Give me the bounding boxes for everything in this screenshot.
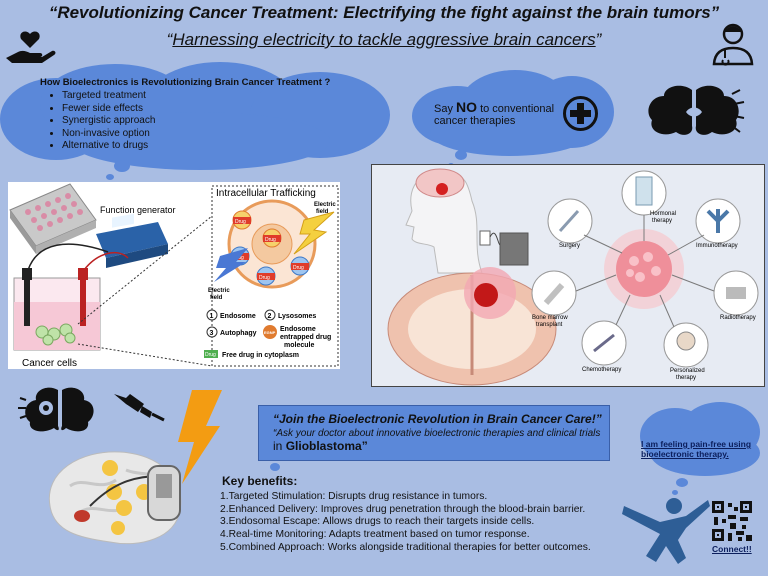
join-headline: “Join the Bioelectronic Revolution in Br… <box>273 412 602 426</box>
legend-label: molecule <box>284 342 314 349</box>
medical-cross-icon <box>563 96 598 131</box>
qr-code-icon[interactable] <box>712 501 752 541</box>
cloud-part <box>650 430 760 476</box>
legend-label: Endosome <box>280 326 316 333</box>
conventional-therapies-diagram: Surgery Hormonal therapy Immunotherapy B… <box>371 164 765 387</box>
electric-field-label: field <box>316 209 329 215</box>
electric-field-label: Electric <box>208 288 230 294</box>
key-benefits-section: Key benefits: 1.Targeted Stimulation: Di… <box>220 475 640 555</box>
list-item: Non-invasive option <box>62 128 380 141</box>
pain-free-link[interactable]: I am feeling pain-free using bioelectron… <box>641 439 752 459</box>
no-text: NO <box>456 99 478 115</box>
list-item: 4.Real-time Monitoring: Adapts treatment… <box>220 529 530 541</box>
cloud-tail <box>106 174 114 180</box>
drug-label: Drug <box>259 275 270 281</box>
legend-label: Autophagy <box>220 330 257 337</box>
bioelectronics-benefits-cloud: How Bioelectronics is Revolutionizing Br… <box>40 77 380 153</box>
list-item: Alternative to drugs <box>62 140 380 153</box>
join-body-in: in <box>273 439 286 453</box>
join-revolution-banner: “Join the Bioelectronic Revolution in Br… <box>258 405 610 461</box>
cancer-cells-label: Cancer cells <box>22 358 77 369</box>
beaker-with-cells <box>13 268 101 351</box>
glioblastoma-text: Glioblastoma” <box>285 439 368 453</box>
function-generator-label: Function generator <box>100 205 176 215</box>
banner-tail <box>270 463 280 471</box>
drug-label: Drug <box>235 219 246 225</box>
quote-close: ” <box>595 30 602 49</box>
care-hand-icon <box>6 31 56 63</box>
well-plate <box>9 183 97 254</box>
bone-marrow-label: transplant <box>536 322 563 328</box>
bone-marrow-label: Bone marrow <box>532 315 568 321</box>
join-body-text: “Ask your doctor about innovative bioele… <box>273 428 601 439</box>
electric-field-label: Electric <box>314 202 336 208</box>
drug-label: Drug <box>265 237 276 243</box>
cloud-tail <box>676 478 688 487</box>
lightning-icon <box>178 390 222 484</box>
brain-section <box>387 267 557 386</box>
person-icon <box>622 498 710 564</box>
function-generator-device <box>96 213 168 268</box>
cloud-heading: How Bioelectronics is Revolutionizing Br… <box>40 77 331 88</box>
cloud-part <box>70 112 330 170</box>
list-item: Targeted treatment <box>62 90 380 103</box>
plug-icon <box>114 394 165 422</box>
brain-gear-icon <box>18 387 94 432</box>
personalized-therapy-label: therapy <box>676 375 696 381</box>
immunotherapy-label: Immunotherapy <box>696 243 738 249</box>
list-item: 5.Combined Approach: Works alongside tra… <box>220 541 591 553</box>
list-item: Synergistic approach <box>62 115 380 128</box>
connect-link[interactable]: Connect!! <box>712 544 752 554</box>
legend-number: 3 <box>210 330 214 337</box>
trafficking-illustration: Function generator Cancer cells Intracel… <box>9 183 339 369</box>
intracellular-trafficking-title: Intracellular Trafficking <box>216 188 316 199</box>
legend-label: Free drug in cytoplasm <box>222 352 299 359</box>
legend-label: Endosome <box>220 313 256 320</box>
quote-open: “ <box>166 30 173 49</box>
drug-label: Drug <box>293 265 304 271</box>
poster-title: “Revolutionizing Cancer Treatment: Elect… <box>48 3 720 22</box>
key-benefits-heading: Key benefits: <box>222 474 298 488</box>
say-no-cloud: Say NO to conventional cancer therapies <box>434 99 574 127</box>
cloud-part <box>430 110 590 156</box>
personalized-therapy-label: Personalized <box>670 368 705 374</box>
surgery-label: Surgery <box>559 243 580 249</box>
diagram-legend: 1 Endosome 2 Lysosomes 3 Autophagy EGNP … <box>204 309 331 359</box>
poster-subtitle: “Harnessing electricity to tackle aggres… <box>0 30 768 50</box>
hormonal-therapy-label: Hormonal <box>650 211 676 217</box>
hormonal-therapy-label: therapy <box>652 218 672 224</box>
say-text: Say <box>434 103 457 115</box>
legend-number: 1 <box>210 313 214 320</box>
legend-number: Drug <box>205 352 216 358</box>
doctor-icon <box>712 23 754 66</box>
cloud-tail <box>672 490 678 495</box>
legend-number: EGNP <box>264 330 276 335</box>
subtitle-text: Harnessing electricity to tackle aggress… <box>172 30 596 49</box>
electric-field-label: field <box>210 295 223 301</box>
list-item: 2.Enhanced Delivery: Improves drug penet… <box>220 503 586 515</box>
radiotherapy-label: Radiotherapy <box>720 315 756 321</box>
join-body: “Ask your doctor about innovative bioele… <box>273 427 603 454</box>
brain-icon <box>648 85 745 135</box>
legend-number: 2 <box>268 313 272 320</box>
conventional-text: to conventional cancer therapies <box>434 103 555 127</box>
list-item: Fewer side effects <box>62 103 380 116</box>
therapies-illustration: Surgery Hormonal therapy Immunotherapy B… <box>387 168 759 386</box>
list-item: 1.Targeted Stimulation: Disrupts drug re… <box>220 490 488 502</box>
list-item: 3.Endosomal Escape: Allows drugs to reac… <box>220 516 535 528</box>
legend-label: Lysosomes <box>278 313 316 320</box>
cloud-tail <box>455 150 467 160</box>
intracellular-trafficking-diagram: Function generator Cancer cells Intracel… <box>8 182 340 369</box>
cloud-tail <box>114 160 130 172</box>
legend-label: entrapped drug <box>280 334 331 341</box>
benefits-bullet-list: Targeted treatment Fewer side effects Sy… <box>62 90 380 153</box>
brain-implant-illustration <box>48 451 182 545</box>
chemotherapy-label: Chemotherapy <box>582 367 621 373</box>
